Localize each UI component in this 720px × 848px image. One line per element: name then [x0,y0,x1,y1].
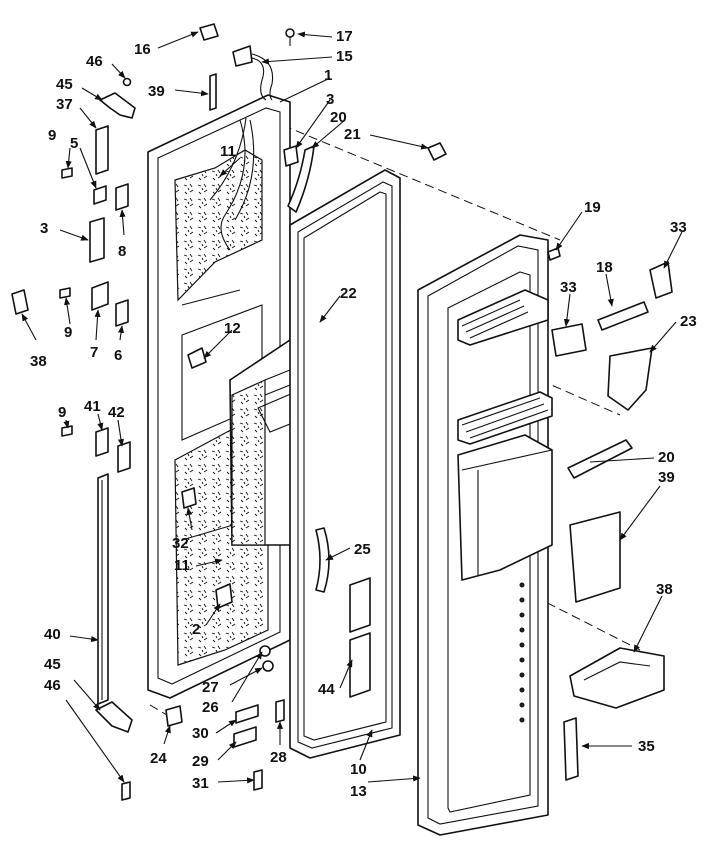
part-label: 23 [680,313,697,330]
part-label: 33 [670,219,687,236]
part-label: 18 [596,259,613,276]
part-label: 31 [192,775,209,792]
part-label: 37 [56,96,73,113]
part-label: 25 [354,541,371,558]
part-label: 38 [656,581,673,598]
part-label: 38 [30,353,47,370]
part-label: 7 [90,344,98,361]
part-label: 9 [58,404,66,421]
part-label: 27 [202,679,219,696]
part-label: 24 [150,750,167,767]
part-label: 26 [202,699,219,716]
part-label: 45 [56,76,73,93]
part-label: 15 [336,48,353,65]
part-label: 3 [326,91,334,108]
part-label: 30 [192,725,209,742]
part-label: 28 [270,749,287,766]
outer-door [417,234,553,836]
part-label: 1 [324,67,332,84]
part-label: 44 [318,681,335,698]
part-label: 29 [192,753,209,770]
part-label: 20 [658,449,675,466]
part-label: 39 [148,83,165,100]
part-label: 6 [114,347,122,364]
part-label: 8 [118,243,126,260]
part-label: 17 [336,28,353,45]
inner-door-panel [147,94,291,699]
part-label: 9 [64,324,72,341]
leader-lines [21,31,683,784]
door-dots [519,582,525,723]
part-label: 22 [340,285,357,302]
door-gasket [289,169,401,759]
part-label: 39 [658,469,675,486]
small-parts [11,23,673,801]
part-label: 2 [192,621,200,638]
part-label: 35 [638,738,655,755]
part-label: 40 [44,626,61,643]
part-label: 11 [220,143,236,160]
part-label: 46 [86,53,103,70]
part-label: 10 [350,761,367,778]
part-label: 16 [134,41,151,58]
part-labels: 16 17 15 1 3 20 21 39 46 45 37 9 5 8 3 1… [30,28,697,800]
part-label: 20 [330,109,347,126]
part-label: 32 [172,535,189,552]
part-label: 5 [70,135,78,152]
part-label: 19 [584,199,601,216]
part-label: 46 [44,677,61,694]
part-label: 33 [560,279,577,296]
part-label: 11 [174,557,190,574]
part-label: 41 [84,398,101,415]
part-label: 21 [344,126,361,143]
part-label: 9 [48,127,56,144]
part-label: 13 [350,783,367,800]
part-label: 3 [40,220,48,237]
part-label: 42 [108,404,125,421]
part-label: 45 [44,656,61,673]
part-label: 12 [224,320,241,337]
